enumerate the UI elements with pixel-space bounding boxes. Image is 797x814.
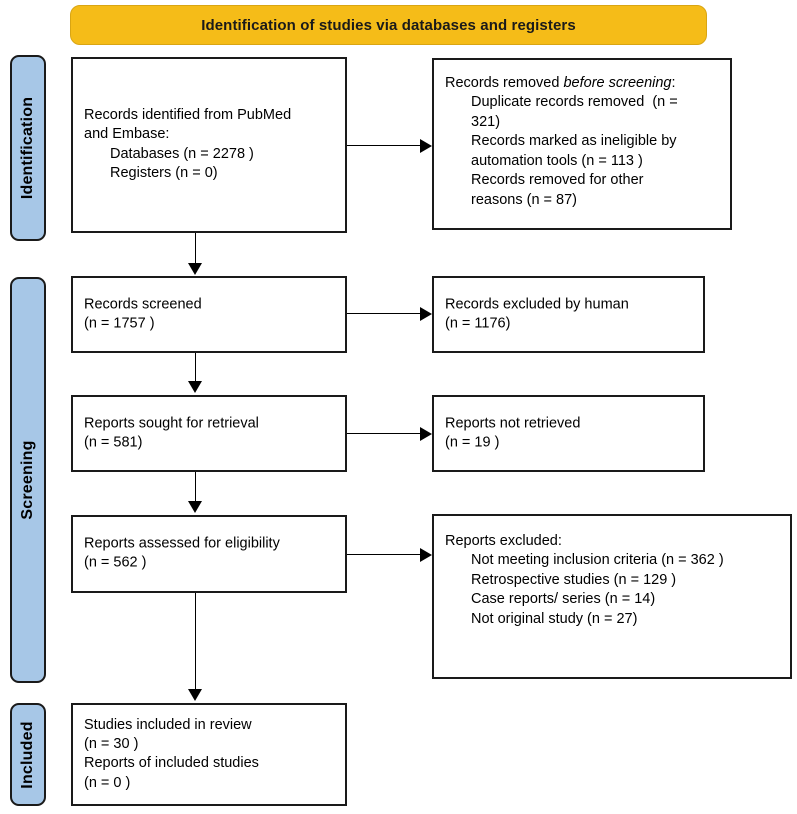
box-reports-sought: Reports sought for retrieval (n = 581): [71, 395, 347, 472]
connector-sought-to-assessed-arrow: [188, 501, 202, 513]
connector-screened-to-sought-line: [195, 353, 196, 382]
connector-sought-to-not-retrieved-arrow: [420, 427, 432, 441]
line: reasons (n = 87): [471, 191, 577, 208]
line-heading: Reports excluded:: [445, 533, 562, 549]
box-records-excluded-text: Records excluded by human (n = 1176): [445, 295, 695, 334]
connector-sought-to-not-retrieved-line: [347, 433, 420, 434]
records-removed-lead: Records removed: [445, 75, 564, 91]
box-records-removed-text: Records removed before screening: Duplic…: [445, 74, 722, 210]
connector-identified-to-removed-arrow: [420, 139, 432, 153]
line: (n = 1757 ): [84, 315, 155, 332]
line: Reports of included studies: [84, 755, 259, 772]
line: Records screened: [84, 296, 202, 313]
box-reports-not-retrieved: Reports not retrieved (n = 19 ): [432, 395, 705, 472]
box-reports-excluded-text: Reports excluded: Not meeting inclusion …: [445, 532, 782, 629]
line-heading: Records removed before screening:: [445, 74, 722, 93]
line: Records identified from PubMed: [84, 107, 292, 124]
line: 321): [471, 113, 501, 130]
line: Not original study (n = 27): [471, 610, 638, 627]
line: Retrospective studies (n = 129 ): [471, 571, 677, 588]
box-reports-sought-text: Reports sought for retrieval (n = 581): [84, 414, 337, 453]
line: Case reports/ series (n = 14): [471, 591, 656, 608]
line: Records excluded by human: [445, 296, 629, 313]
connector-screened-to-excluded-line: [347, 313, 420, 314]
line: (n = 581): [84, 434, 143, 451]
line: (n = 562 ): [84, 555, 147, 571]
identification-banner: Identification of studies via databases …: [70, 5, 707, 45]
connector-assessed-to-included-arrow: [188, 689, 202, 701]
box-records-removed-before-screening: Records removed before screening: Duplic…: [432, 58, 732, 230]
line: (n = 19 ): [445, 434, 500, 451]
connector-assessed-to-excluded-line: [347, 554, 420, 555]
line: and Embase:: [84, 126, 170, 143]
phase-label-included: Included: [19, 720, 36, 789]
box-reports-excluded: Reports excluded: Not meeting inclusion …: [432, 514, 792, 679]
line: (n = 1176): [445, 315, 511, 332]
line: automation tools (n = 113 ): [471, 152, 643, 169]
line: Records removed for other: [471, 172, 644, 189]
line: Records marked as ineligible by: [471, 133, 677, 150]
box-reports-not-retrieved-text: Reports not retrieved (n = 19 ): [445, 414, 695, 453]
line: Studies included in review: [84, 716, 252, 733]
connector-identified-to-screened-arrow: [188, 263, 202, 275]
box-records-excluded: Records excluded by human (n = 1176): [432, 276, 705, 353]
box-records-screened: Records screened (n = 1757 ): [71, 276, 347, 353]
records-removed-colon: :: [671, 75, 676, 91]
line: Not meeting inclusion criteria (n = 362 …: [471, 552, 724, 569]
box-reports-assessed-text: Reports assessed for eligibility (n = 56…: [84, 535, 337, 574]
line: Databases (n = 2278 ): [110, 146, 254, 162]
banner-title: Identification of studies via databases …: [201, 16, 576, 34]
phase-tab-screening: Screening: [10, 277, 46, 683]
phase-tab-identification: Identification: [10, 55, 46, 241]
box-records-screened-text: Records screened (n = 1757 ): [84, 295, 337, 334]
box-studies-included: Studies included in review (n = 30 ) Rep…: [71, 703, 347, 806]
connector-assessed-to-excluded-arrow: [420, 548, 432, 562]
connector-screened-to-excluded-arrow: [420, 307, 432, 321]
line: Reports not retrieved: [445, 415, 581, 432]
box-studies-included-text: Studies included in review (n = 30 ) Rep…: [84, 716, 337, 794]
line: (n = 0 ): [84, 774, 131, 791]
connector-screened-to-sought-arrow: [188, 381, 202, 393]
box-records-identified: Records identified from PubMed and Embas…: [71, 57, 347, 233]
connector-assessed-to-included-line: [195, 593, 196, 690]
line: Reports sought for retrieval: [84, 415, 259, 432]
line: Duplicate records removed (n =: [471, 94, 678, 111]
line: Reports assessed for eligibility: [84, 535, 280, 552]
box-reports-assessed: Reports assessed for eligibility (n = 56…: [71, 515, 347, 593]
line: (n = 30 ): [84, 736, 139, 753]
phase-label-screening: Screening: [19, 440, 36, 520]
connector-sought-to-assessed-line: [195, 472, 196, 502]
phase-label-identification: Identification: [19, 96, 36, 200]
records-removed-italic: before screening: [563, 75, 672, 91]
connector-identified-to-removed-line: [347, 145, 420, 146]
box-records-identified-text: Records identified from PubMed and Embas…: [84, 106, 337, 184]
line: Registers (n = 0): [110, 165, 218, 182]
connector-identified-to-screened-line: [195, 233, 196, 264]
phase-tab-included: Included: [10, 703, 46, 806]
